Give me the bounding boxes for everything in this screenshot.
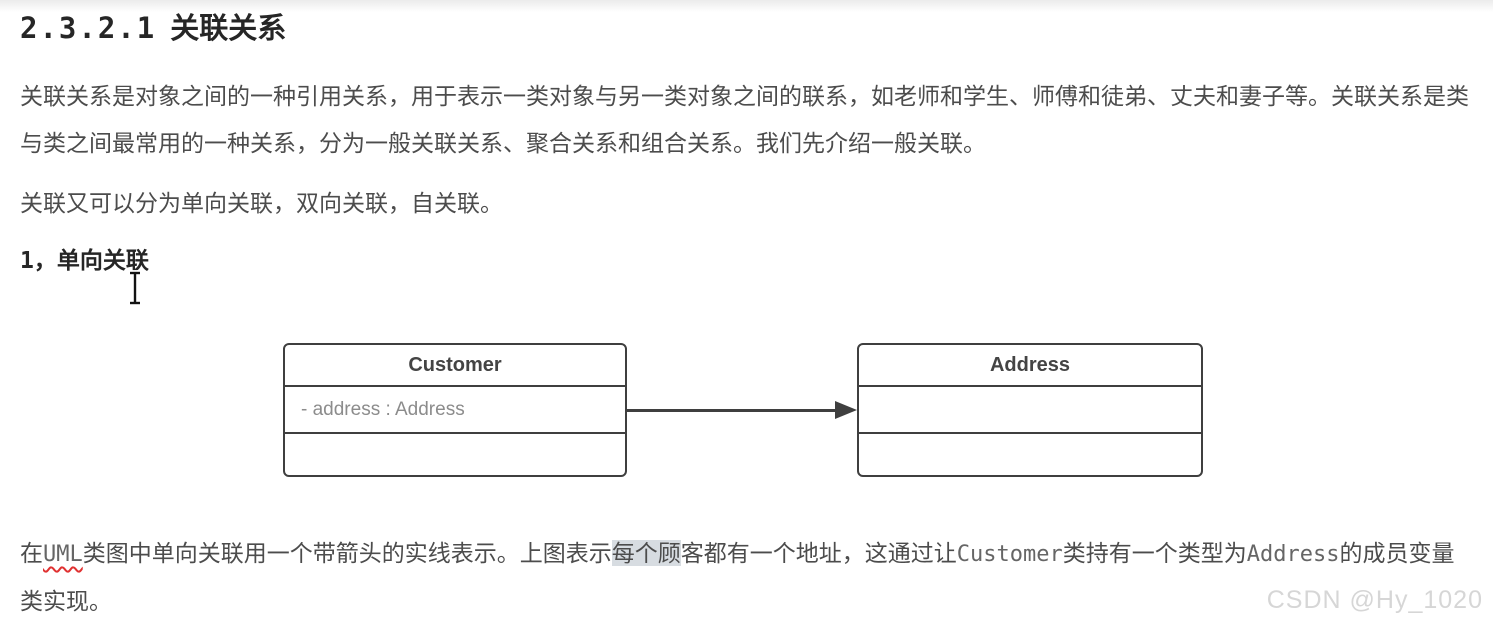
- paragraph-uml-explanation: 在UML类图中单向关联用一个带箭头的实线表示。上图表示每个顾客都有一个地址，这通…: [20, 530, 1473, 625]
- uml-class-address-name: Address: [859, 345, 1201, 387]
- inline-code-customer: Customer: [956, 542, 1063, 567]
- inline-code-uml: UML: [43, 542, 83, 567]
- uml-class-address: Address: [857, 343, 1203, 477]
- text-segment: 的成员变量类实现。: [20, 540, 1455, 614]
- uml-class-customer-name: Customer: [285, 345, 625, 387]
- paragraph-association-kinds: 关联又可以分为单向关联，双向关联，自关联。: [20, 190, 503, 216]
- selected-text: 每个顾: [611, 540, 681, 566]
- uml-class-address-attributes: [859, 387, 1201, 434]
- text-segment: 客都有一个地址，这通过让: [680, 540, 957, 566]
- ibeam-cursor-icon: [127, 270, 143, 306]
- uml-class-customer: Customer - address : Address: [283, 343, 627, 477]
- section-title: 关联关系: [170, 13, 287, 45]
- uml-class-customer-attributes: - address : Address: [285, 387, 625, 434]
- top-gradient-band: [0, 0, 1493, 12]
- inline-code-address: Address: [1246, 542, 1340, 567]
- association-line: [627, 409, 839, 412]
- association-arrowhead-icon: [835, 401, 857, 419]
- section-number: 2.3.2.1: [20, 11, 157, 45]
- section-heading: 2.3.2.1 关联关系: [20, 8, 286, 49]
- subsection-title: 单向关联: [56, 247, 149, 273]
- uml-class-address-methods: [859, 434, 1201, 475]
- csdn-watermark: CSDN @Hy_1020: [1266, 586, 1483, 614]
- uml-attribute: - address : Address: [301, 398, 465, 420]
- text-segment: 类持有一个类型为: [1062, 540, 1247, 566]
- subsection-heading: 1，单向关联: [20, 243, 149, 278]
- text-segment: 在: [20, 540, 43, 566]
- text-segment: 类图中单向关联用一个带箭头的实线表示。上图表示: [82, 540, 612, 566]
- uml-class-customer-methods: [285, 434, 625, 475]
- subsection-number: 1，: [20, 248, 57, 274]
- paragraph-association-intro: 关联关系是对象之间的一种引用关系，用于表示一类对象与另一类对象之间的联系，如老师…: [20, 83, 1469, 156]
